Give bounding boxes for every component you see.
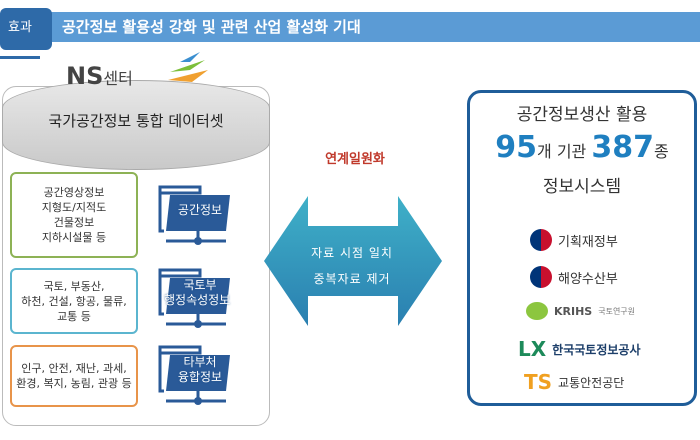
- agency-unit: 개 기관: [537, 142, 587, 161]
- ministry-data-box: 국토, 부동산,하천, 건설, 항공, 물류,교통 등: [10, 268, 138, 334]
- ns-center-logo: NS센터: [66, 62, 133, 90]
- box-line: 국토, 부동산,: [43, 279, 105, 293]
- org-mof: 해양수산부: [530, 266, 618, 288]
- org-label: 해양수산부: [558, 271, 618, 287]
- box-line: 지하시설물 등: [41, 231, 107, 244]
- other-data-box: 인구, 안전, 재난, 과세, 환경, 복지, 농림, 관광 등: [10, 345, 138, 407]
- taegeuk-icon: [530, 266, 552, 288]
- box-line: 인구, 안전, 재난, 과세,: [21, 362, 127, 375]
- org-sublabel: 국토연구원: [598, 306, 636, 316]
- header-title: 공간정보 활용성 강화 및 관련 산업 활성화 기대: [62, 18, 361, 36]
- tab-underline: [0, 56, 40, 59]
- system-unit: 종: [653, 142, 669, 161]
- systems-count: 95개 기관 387종: [467, 130, 697, 165]
- box-line: 건물정보: [53, 216, 95, 229]
- logo-main: NS: [66, 62, 104, 90]
- arrow-line: 중복자료 제거: [313, 272, 391, 286]
- folder-line: 타부처: [183, 355, 217, 369]
- org-label: KRIHS: [554, 304, 593, 318]
- box-line: 하천, 건설, 항공, 물류,: [21, 294, 127, 308]
- double-arrow-icon: [264, 196, 442, 326]
- box-line: 지형도/지적도: [41, 201, 107, 214]
- org-krihs: KRIHS 국토연구원: [526, 302, 635, 320]
- folder-icon: 공간정보: [158, 185, 230, 245]
- folder-line: 국토부: [183, 278, 217, 292]
- box-line: 교통 등: [57, 309, 91, 323]
- arrow-line: 자료 시점 일치: [311, 246, 393, 260]
- logo-swoosh-icon: [168, 52, 208, 82]
- taegeuk-icon: [530, 229, 552, 251]
- krihs-logo-icon: [526, 302, 548, 320]
- folder-line: 융합정보: [177, 370, 223, 384]
- system-count: 387: [591, 130, 654, 165]
- org-lx: LX 한국국토정보공사: [518, 337, 641, 361]
- folder-line: 행정속성정보: [164, 293, 231, 307]
- systems-heading: 공간정보생산 활용: [516, 105, 648, 125]
- org-label: 교통안전공단: [558, 375, 625, 390]
- org-label: 한국국토정보공사: [552, 342, 641, 357]
- systems-subheading: 정보시스템: [542, 177, 622, 197]
- org-ts: TS 교통안전공단: [524, 370, 624, 394]
- box-line: 환경, 복지, 농림, 관광 등: [16, 377, 132, 390]
- folder-label: 공간정보: [177, 203, 223, 217]
- lx-logo-icon: LX: [518, 337, 547, 361]
- logo-sub: 센터: [103, 69, 133, 88]
- ts-logo-icon: TS: [524, 370, 553, 394]
- systems-box: [467, 90, 697, 406]
- cylinder-top: [2, 80, 270, 170]
- header-bar: [24, 12, 700, 42]
- integration-label: 연계일원화: [325, 152, 385, 167]
- dataset-label: 국가공간정보 통합 데이터셋: [48, 112, 224, 130]
- box-line: 공간영상정보: [43, 186, 105, 199]
- effect-tab: 효과: [0, 8, 52, 50]
- agency-count: 95: [495, 130, 538, 165]
- org-moef: 기획재정부: [530, 229, 618, 251]
- org-label: 기획재정부: [558, 234, 618, 250]
